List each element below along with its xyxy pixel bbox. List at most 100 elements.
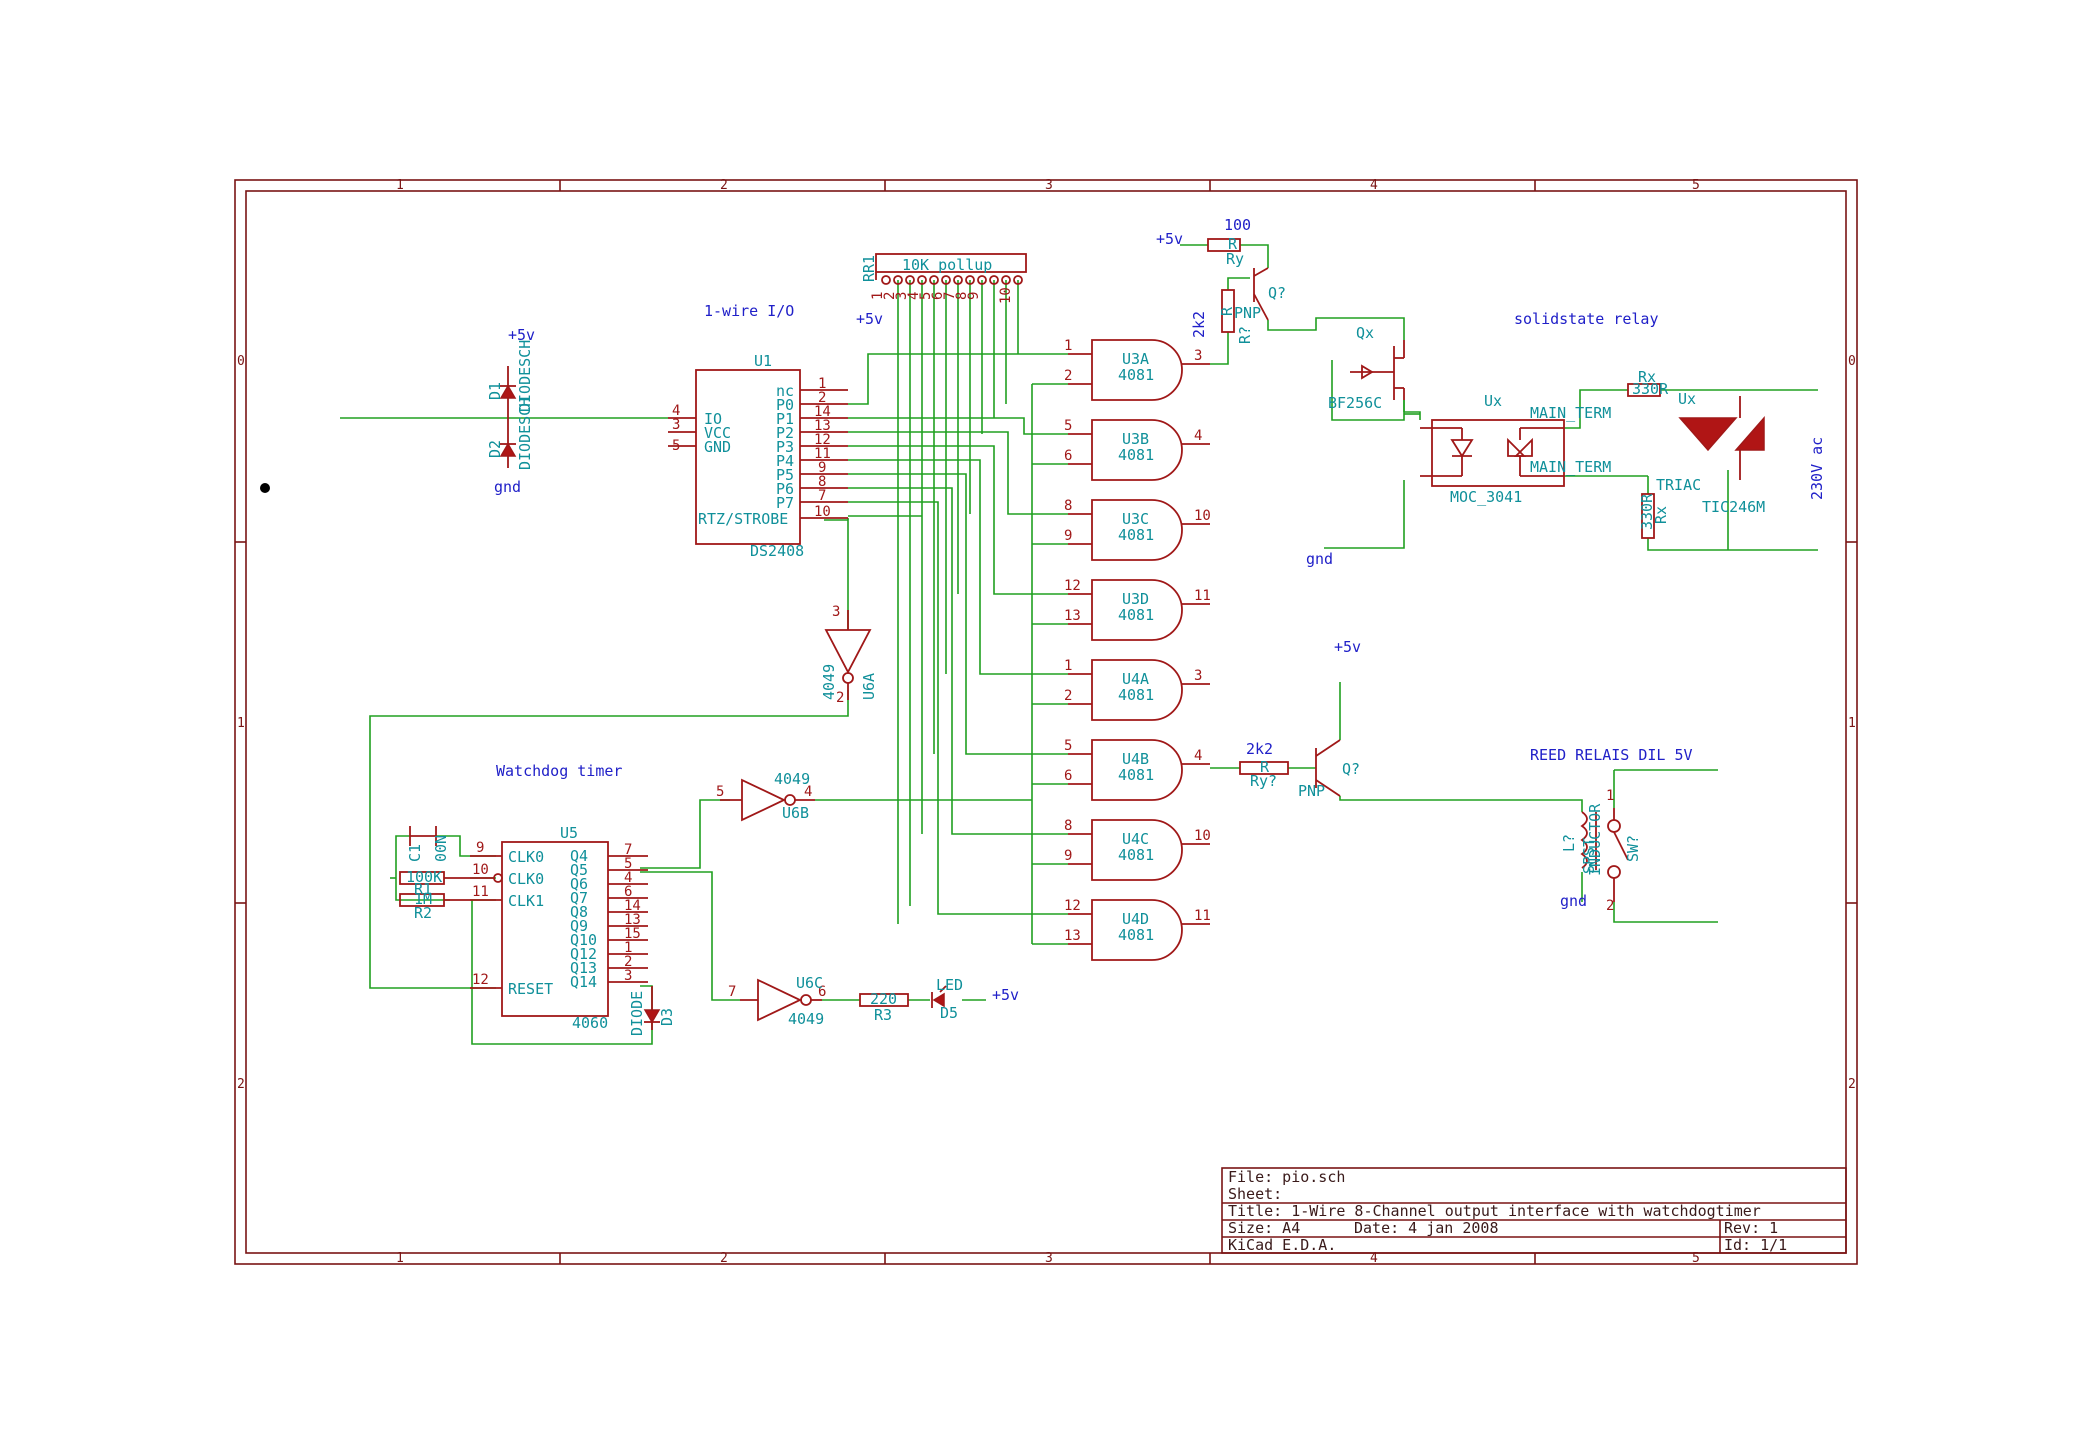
u1-pin-num: 3	[672, 417, 680, 433]
sw-value: SPST	[1580, 838, 1598, 874]
r1-value: 100K	[406, 868, 442, 886]
rr1-pin-num: 5	[918, 292, 934, 300]
oscillator-passives: C1 00N 100K R1 1M R2	[399, 826, 470, 922]
reed-label: REED RELAIS DIL 5V	[1530, 746, 1693, 764]
u1-pin-label: RTZ/STROBE	[698, 510, 788, 528]
u6c-pin-out: 6	[818, 984, 826, 1000]
col-label-top: 1	[396, 178, 404, 193]
u1-pin-num: 5	[672, 438, 680, 454]
gate-pin-in1: 5	[1064, 738, 1072, 754]
gate-pin-out: 4	[1194, 428, 1202, 444]
gate-ref: U4A	[1122, 670, 1149, 688]
gate-pin-in1: 12	[1064, 898, 1081, 914]
gate-value: 4081	[1118, 366, 1154, 384]
r3-value: 220	[870, 990, 897, 1008]
d1-value: DIODESCH	[516, 340, 534, 412]
ssr-label: solidstate relay	[1514, 310, 1659, 328]
u6c-ref: U6C	[796, 974, 823, 992]
diodes-d1-d2: +5v gnd D1 DIODESCH D2 DIODESCH	[486, 326, 535, 496]
d2-ref: D2	[486, 440, 504, 458]
gate-value: 4081	[1118, 846, 1154, 864]
u1-pin-label: P7	[776, 494, 794, 512]
u1-pin-label: P6	[776, 480, 794, 498]
u1-pin-num: 12	[814, 432, 831, 448]
u5-value: 4060	[572, 1014, 608, 1032]
gate-ref: U3D	[1122, 590, 1149, 608]
u1-pin-num: 10	[814, 504, 831, 520]
watchdog-label: Watchdog timer	[496, 762, 622, 780]
u1-pin-label: IO	[704, 410, 722, 428]
u1-pin-label: P1	[776, 410, 794, 428]
row-label-left: 2	[237, 1077, 245, 1092]
vac-label: 230V ac	[1808, 437, 1826, 500]
rr1-pin-num: 2	[882, 292, 898, 300]
u1-ds2408: U1 DS2408 IO VCC GND 4 3 5 nc P0 P1 P2 P…	[668, 352, 848, 560]
rr1-pin-num: 7	[942, 292, 958, 300]
gate-pin-in2: 13	[1064, 928, 1081, 944]
u6b-value: 4049	[774, 770, 810, 788]
title-block-app: KiCad E.D.A.	[1228, 1236, 1336, 1254]
gate-pin-out: 10	[1194, 828, 1211, 844]
main-term-2: MAIN_TERM	[1530, 458, 1611, 476]
u5-pin-label: Q4	[570, 847, 588, 865]
top-plus5v-label: +5v	[1156, 230, 1183, 248]
gate-ref: U3C	[1122, 510, 1149, 528]
gate-value: 4081	[1118, 446, 1154, 464]
u1-pin-label: P3	[776, 438, 794, 456]
gate-pin-out: 3	[1194, 348, 1202, 364]
frame-column-labels: 1 2 3 4 5 1 2 3 4 5 0 1 2 0 1 2	[237, 178, 1856, 1266]
u5-pin-label: Q9	[570, 917, 588, 935]
gate-pin-in1: 8	[1064, 498, 1072, 514]
gate-pin-out: 11	[1194, 908, 1211, 924]
u1-pin-num: 4	[672, 403, 680, 419]
row-label-left: 1	[237, 716, 245, 731]
rx2-ref: Rx	[1652, 506, 1670, 524]
col-label-bottom: 3	[1045, 1251, 1053, 1266]
col-label-top: 2	[720, 178, 728, 193]
r-top-value: 100	[1224, 216, 1251, 234]
r1-ref: R1	[414, 880, 432, 898]
r3-led: 220 R3 LED D5 +5v	[859, 976, 1019, 1024]
u1-pin-label: nc	[776, 382, 794, 400]
r2-ref: R2	[414, 904, 432, 922]
u5-pin-label: Q12	[570, 945, 597, 963]
u5-pin-num: 10	[472, 862, 489, 878]
sw-pin: 1	[1606, 788, 1614, 804]
col-label-top: 3	[1045, 178, 1053, 193]
u5-pin-label: CLK0	[508, 848, 544, 866]
gate-ref: U4B	[1122, 750, 1149, 768]
led-plus5v-label: +5v	[992, 986, 1019, 1004]
u6a-pin-in: 3	[832, 604, 840, 620]
gnd-label: gnd	[494, 478, 521, 496]
sw-ref: SW?	[1624, 835, 1642, 862]
gate-ref: U4D	[1122, 910, 1149, 928]
u5-pin-num: 6	[624, 884, 632, 900]
row-label-right: 1	[1848, 716, 1856, 731]
title-block-file: File: pio.sch	[1228, 1168, 1345, 1186]
top-driver: +5v 100 R Ry 2k2 R R? Q? PNP	[1156, 216, 1286, 344]
u5-pin-num: 5	[624, 856, 632, 872]
rr1-pin-num: 6	[930, 292, 946, 300]
u5-pin-label: Q7	[570, 889, 588, 907]
u5-ref: U5	[560, 824, 578, 842]
u5-pin-num: 2	[624, 954, 632, 970]
and-gates: U3A4081123U3B4081564U3C40818910U3D408112…	[1064, 338, 1211, 961]
inverter-u6b: 5 4 4049 U6B	[716, 770, 815, 822]
row-label-right: 0	[1848, 354, 1856, 369]
gate-pin-in2: 2	[1064, 368, 1072, 384]
triac: Ux TRIAC TIC246M 330R Rx 330R Rx	[1627, 368, 1765, 539]
title-block-rev: Rev: 1	[1724, 1219, 1778, 1237]
gate-pin-in2: 9	[1064, 528, 1072, 544]
q-top-type: PNP	[1234, 304, 1261, 322]
u5-pin-num: 11	[472, 884, 489, 900]
r-2k2a-label: R	[1218, 306, 1236, 316]
u5-pin-label: CLK0	[508, 870, 544, 888]
triac-ref: Ux	[1678, 390, 1696, 408]
coil-value: INDUCTOR	[1586, 803, 1604, 876]
rr1-pins	[881, 275, 1023, 285]
